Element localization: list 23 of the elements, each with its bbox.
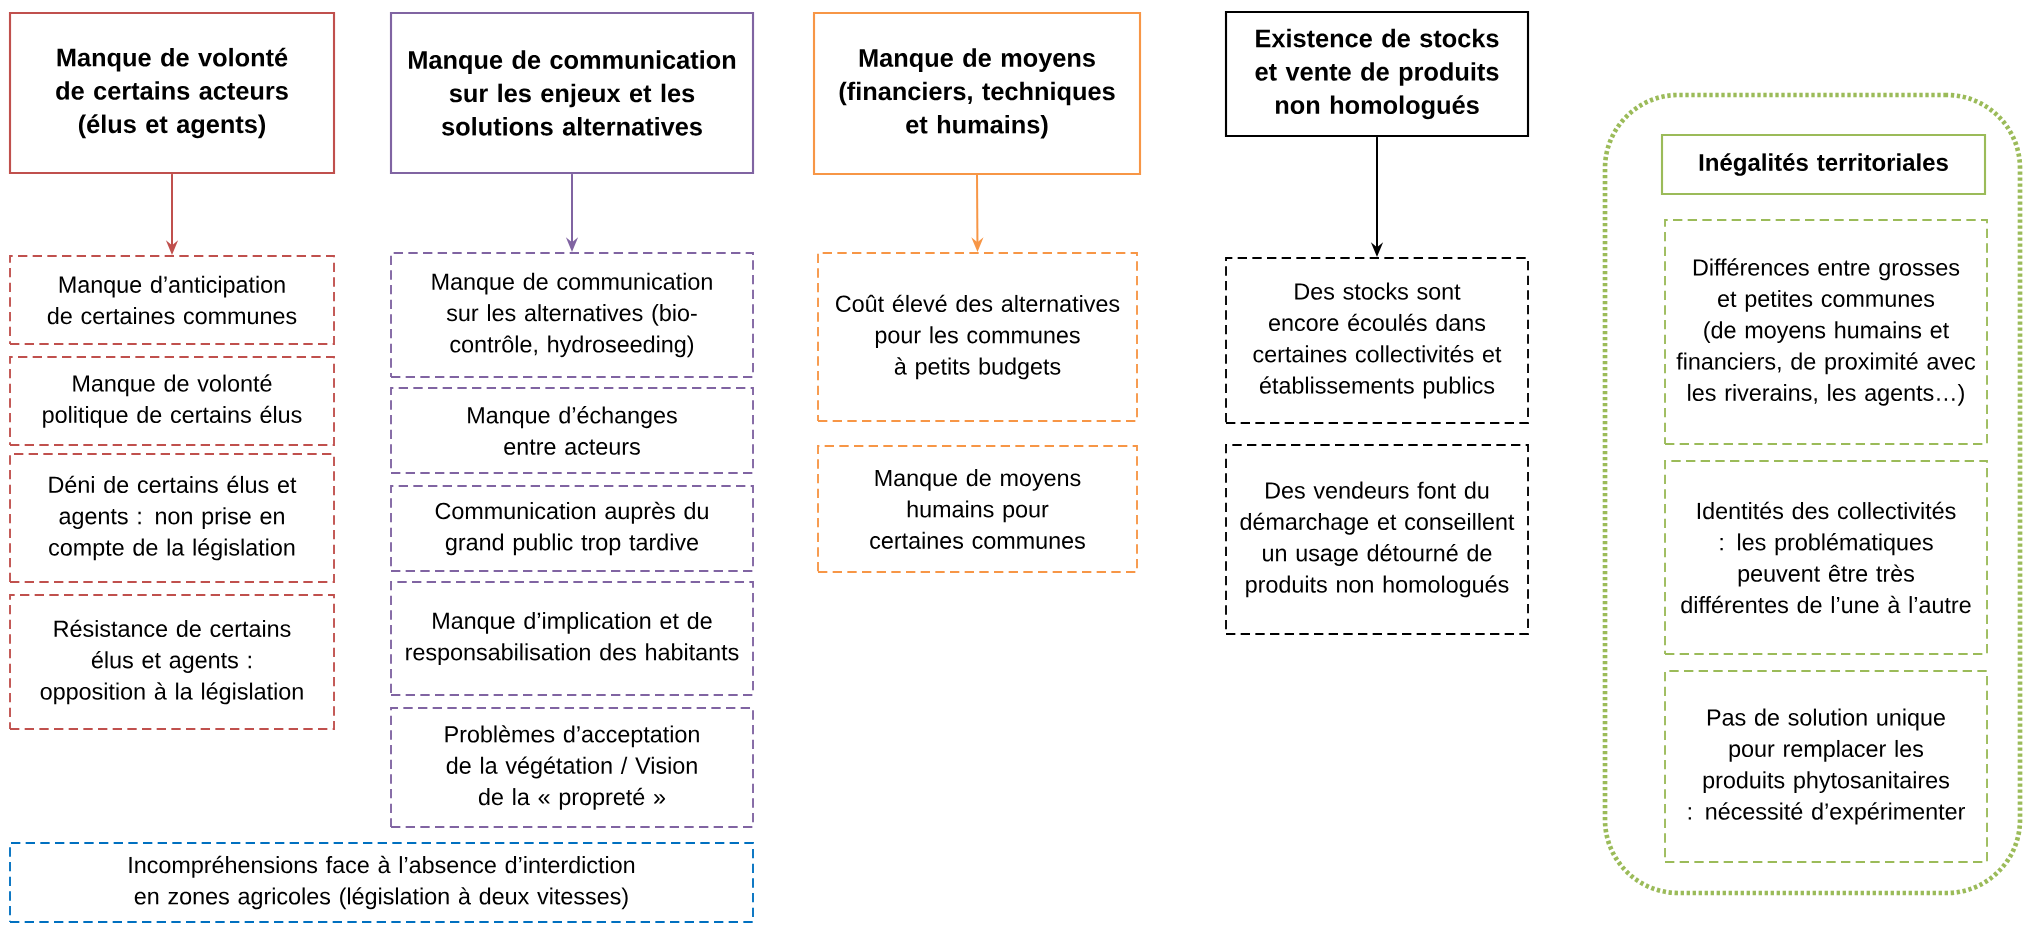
heading-box: Inégalités territoriales: [1660, 133, 1987, 196]
cause-box: Résistance de certains élus et agents : opposition à la législation: [9, 594, 335, 730]
cause-box: Identités des collectivités : les problématiques peuvent être très différentes de l’une à l’autre: [1664, 460, 1988, 655]
cause-box: Problèmes d’acceptation de la végétation / Vision de la « propreté »: [390, 707, 754, 828]
cause-box: Des stocks sont encore écoulés dans certaines collectivités et établissements publics: [1225, 257, 1529, 424]
cause-box: Manque de communication sur les alternatives (bio-contrôle, hydroseeding): [390, 252, 754, 378]
heading-box: Existence de stocks et vente de produits non homologués: [1224, 10, 1530, 138]
cause-box: Manque d’implication et de responsabilisation des habitants: [390, 581, 754, 696]
cause-box: Manque d’anticipation de certaines communes: [9, 255, 335, 345]
cause-box: Communication auprès du grand public trop tardive: [390, 485, 754, 572]
cause-box: Manque de moyens humains pour certaines communes: [817, 445, 1138, 573]
cause-box: Manque d’échanges entre acteurs: [390, 387, 754, 474]
cause-box: Des vendeurs font du démarchage et conseillent un usage détourné de produits non homologués: [1225, 444, 1529, 635]
cause-box: Différences entre grosses et petites communes (de moyens humains et financiers, de proximité avec les riverains, les agents…): [1664, 219, 1988, 445]
cause-box: Manque de volonté politique de certains élus: [9, 356, 335, 446]
cause-box: Pas de solution unique pour remplacer les produits phytosanitaires : nécessité d’expérimenter: [1664, 670, 1988, 863]
cause-box: Déni de certains élus et agents : non prise en compte de la législation: [9, 453, 335, 583]
heading-box: Manque de moyens (financiers, techniques et humains): [812, 11, 1142, 176]
cause-box: Coût élevé des alternatives pour les communes à petits budgets: [817, 252, 1138, 422]
heading-box: Manque de communication sur les enjeux et les solutions alternatives: [389, 11, 755, 175]
heading-box: Manque de volonté de certains acteurs (élus et agents): [8, 11, 336, 175]
cause-box: Incompréhensions face à l’absence d’interdiction en zones agricoles (législation à deux vitesses): [9, 842, 754, 923]
group-frame: [1602, 92, 2023, 896]
